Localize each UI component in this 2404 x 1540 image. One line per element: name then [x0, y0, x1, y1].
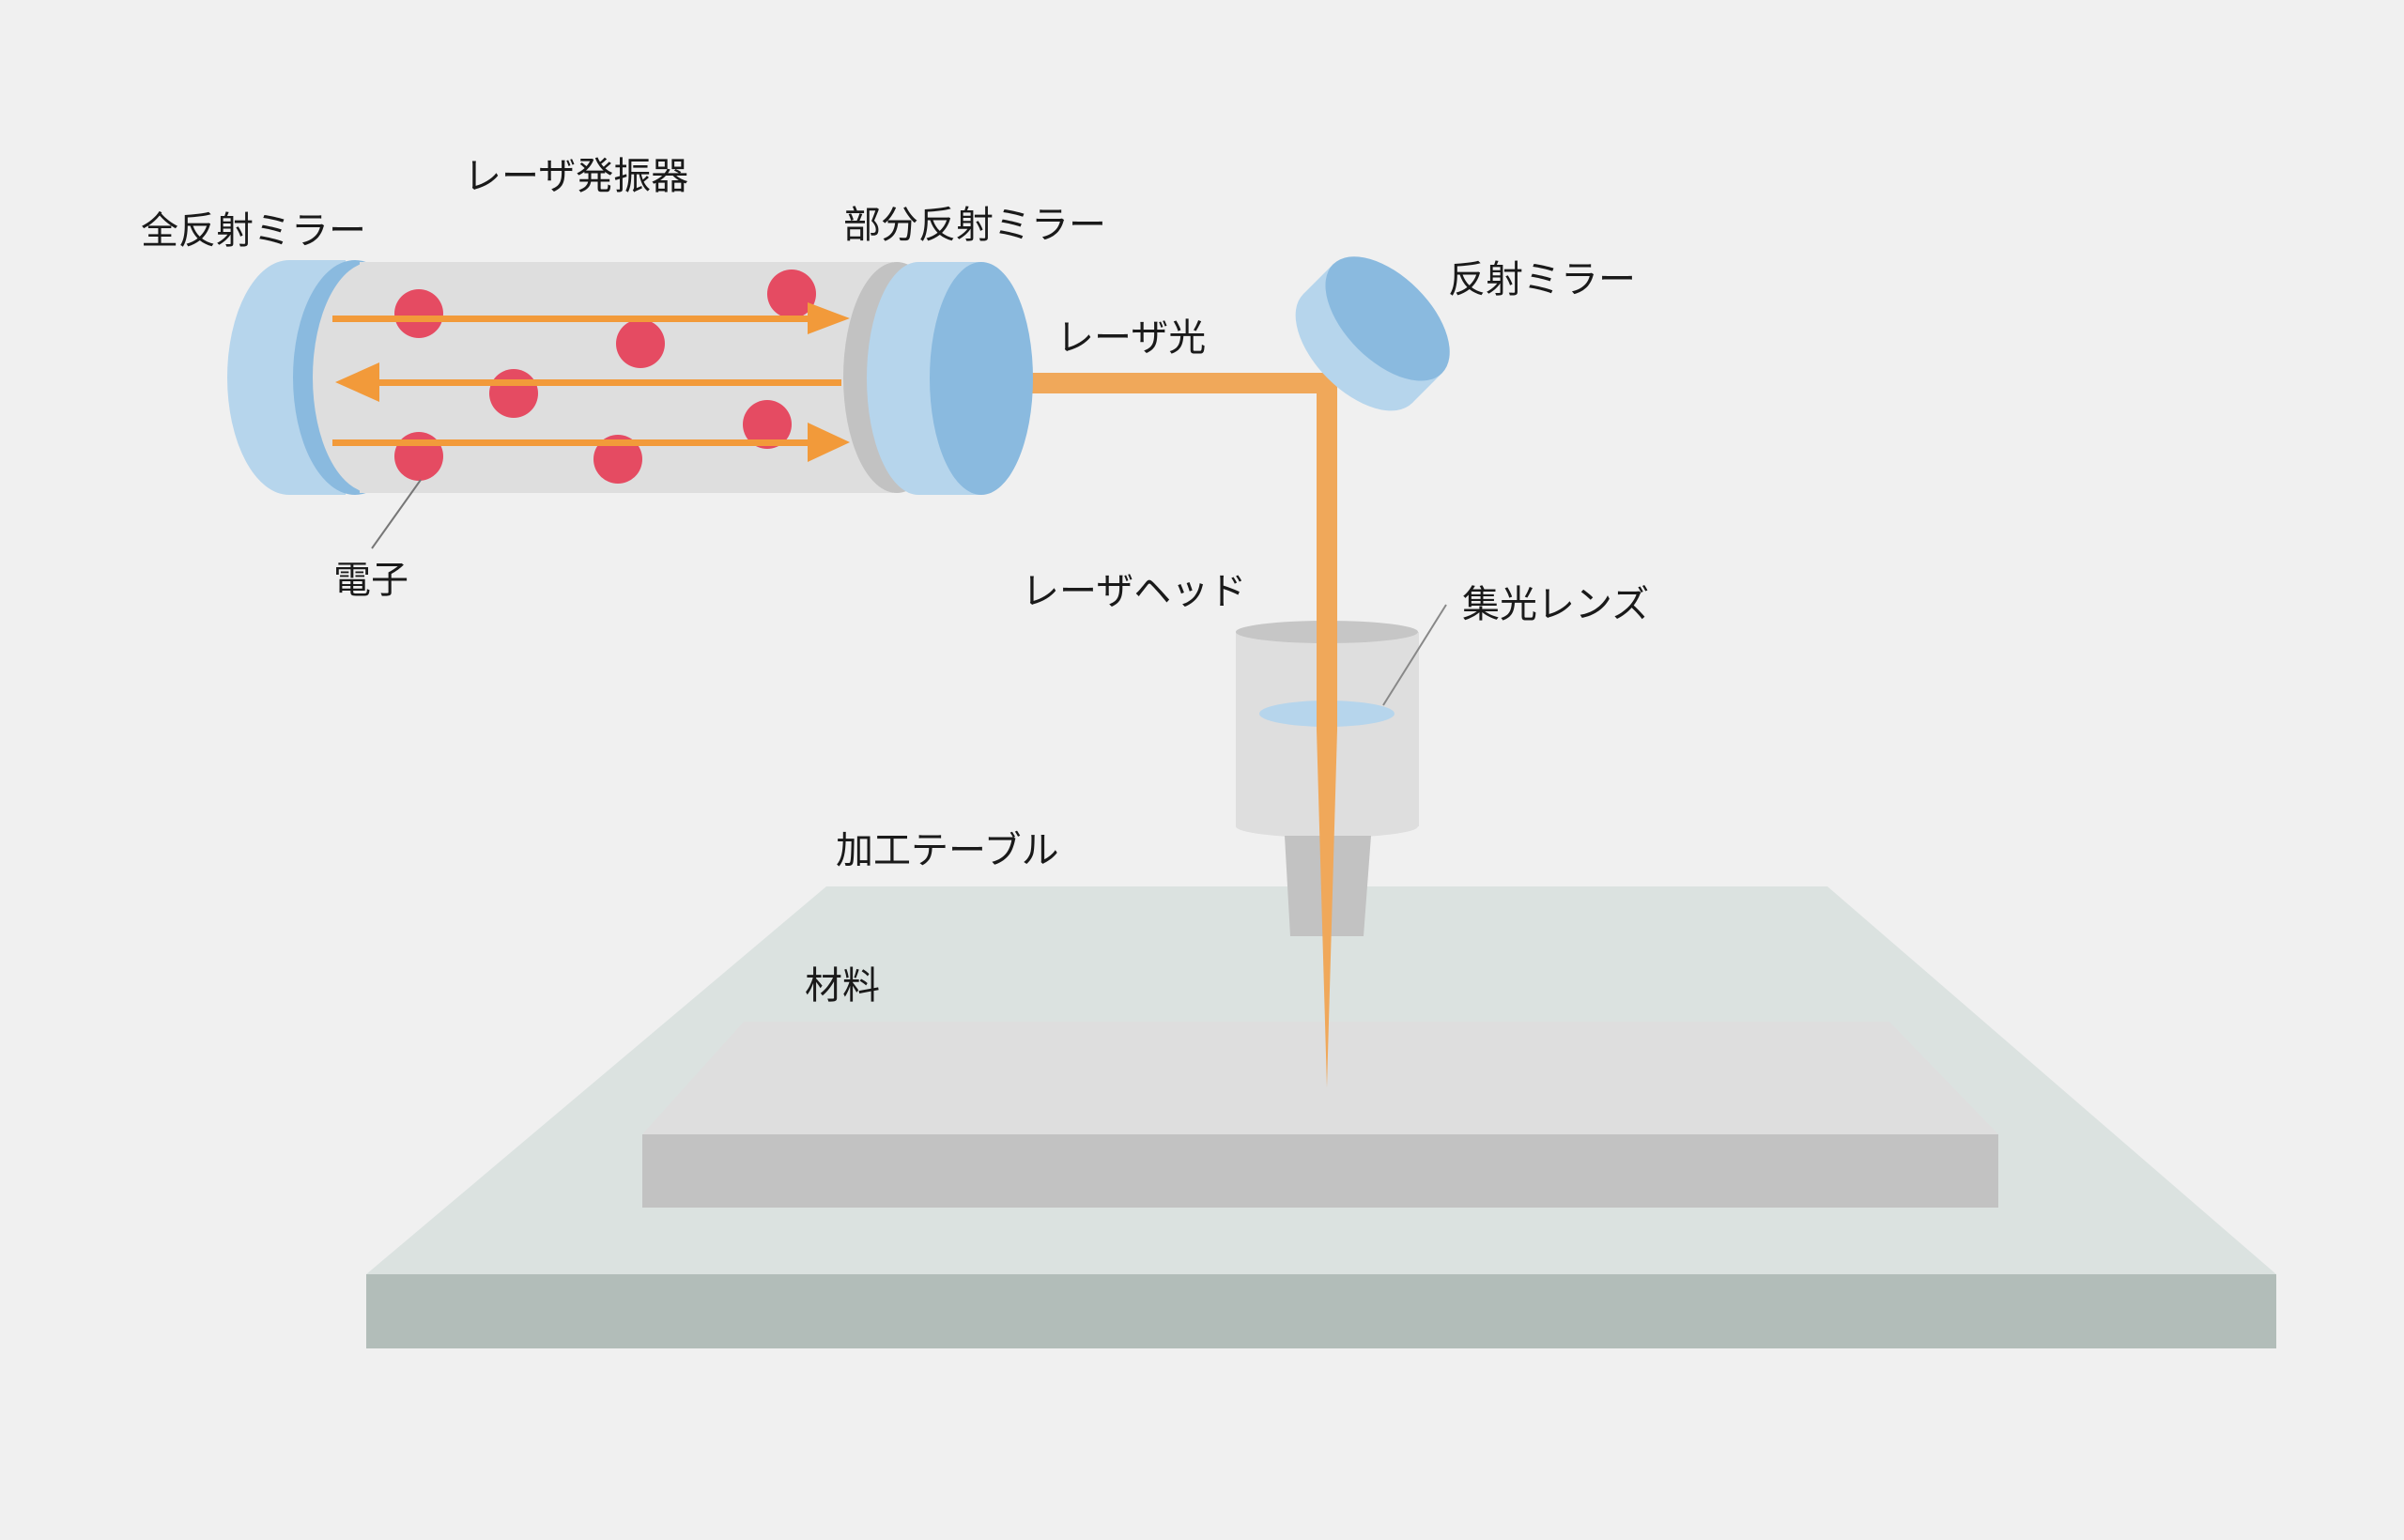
- arrow-left-middle: [335, 362, 841, 402]
- laser-beam-horizontal: [984, 373, 1337, 393]
- material-front-face: [642, 1134, 1998, 1208]
- material-top-surface: [642, 1022, 1998, 1134]
- reflect-mirror-face: [1325, 256, 1450, 381]
- partial-mirror-face: [930, 262, 1033, 495]
- oscillator-label: レーザ発振器: [464, 155, 689, 198]
- reflect-mirror-back: [1295, 286, 1420, 411]
- laser-light-label: レーザ光: [1056, 316, 1207, 360]
- lens-leader-line: [1382, 604, 1447, 706]
- reflect-mirror-label: 反射ミラー: [1448, 258, 1636, 301]
- arrow-right-top: [332, 302, 850, 334]
- material-block: [642, 1022, 1998, 1208]
- electron-dot: [743, 400, 792, 449]
- focused-laser-cone: [1317, 730, 1337, 1087]
- electron-dot: [767, 270, 816, 318]
- material-label: 材料: [805, 964, 880, 1008]
- electron-leader-line: [371, 479, 422, 549]
- laser-oscillator: [227, 260, 1033, 495]
- reflect-mirror: [1295, 256, 1450, 411]
- laser-beam-vertical: [1317, 382, 1337, 730]
- electron-dot: [616, 319, 665, 368]
- electron-dot: [593, 435, 642, 484]
- electron-dot: [489, 369, 538, 418]
- electron-dot: [394, 289, 443, 338]
- condenser-lens-label: 集光レンズ: [1462, 583, 1650, 626]
- electron-label: 電子: [333, 559, 408, 602]
- table-label: 加工テーブル: [836, 829, 1059, 872]
- partial-mirror-label: 部分反射ミラー: [843, 204, 1106, 247]
- total-mirror-label: 全反射ミラー: [141, 209, 366, 253]
- laser-head-label: レーザヘッド: [1022, 570, 1247, 613]
- arrow-right-bottom: [332, 423, 850, 462]
- table-front-face: [366, 1274, 2276, 1348]
- electron-dot: [394, 432, 443, 481]
